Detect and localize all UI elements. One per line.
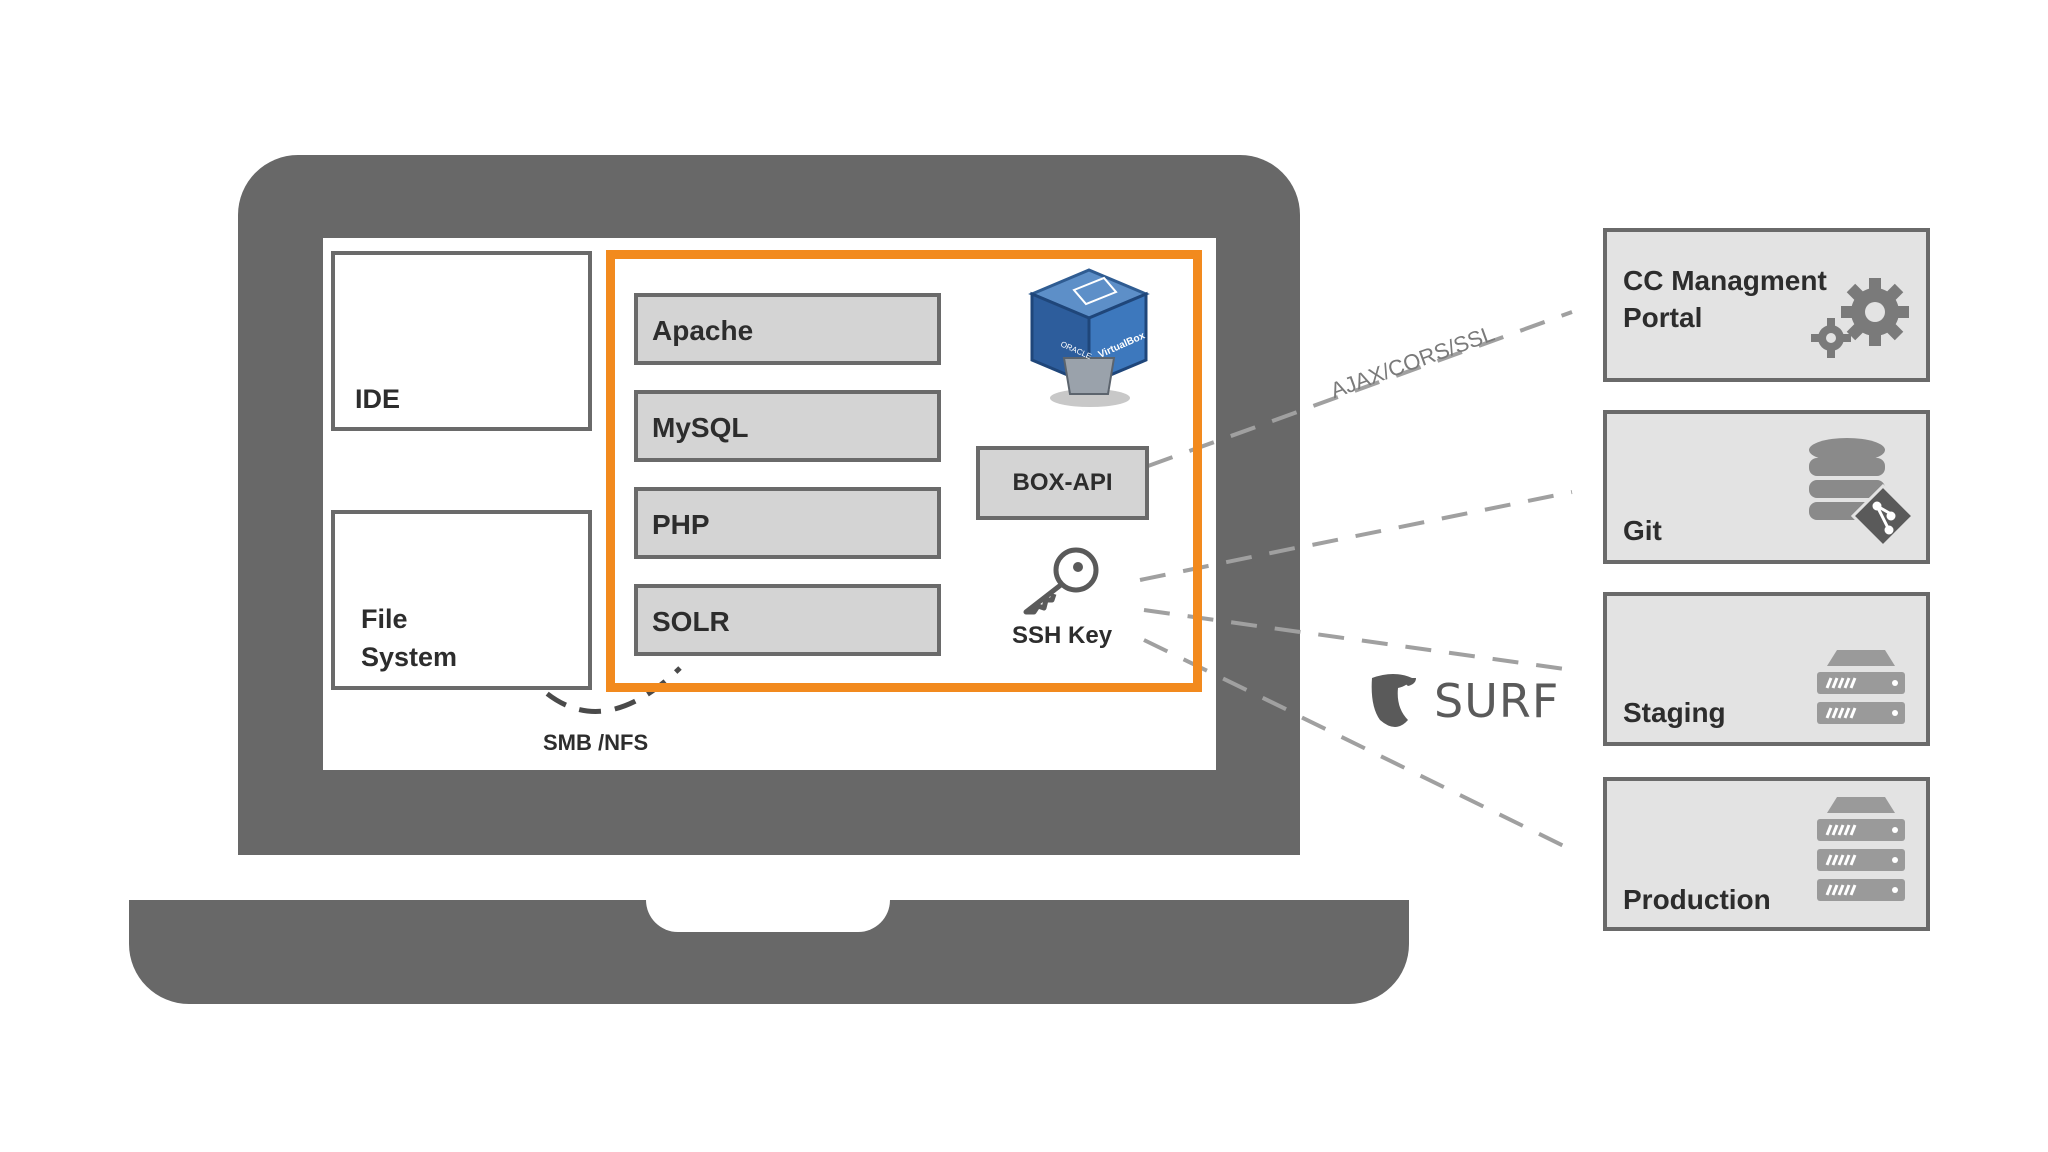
ssh-key-label: SSH Key: [1012, 622, 1113, 649]
line-to-git-front: [1139, 545, 1301, 582]
server-staging-label: Staging: [1623, 697, 1726, 728]
line-to-production: [1143, 638, 1573, 852]
server-rack-icon: [1817, 650, 1905, 724]
service-solr: SOLR: [634, 584, 941, 656]
virtualbox-logo-icon: ORACLE VirtualBox: [1028, 268, 1150, 407]
service-apache: Apache: [634, 293, 941, 365]
line-to-staging: [1143, 608, 1573, 672]
line-to-portal: [1147, 310, 1573, 468]
service-php-label: PHP: [652, 509, 710, 540]
server-portal-label-line1: CC Managment: [1623, 265, 1827, 296]
gears-icon: [1811, 278, 1909, 358]
server-portal-label-line2: Portal: [1623, 302, 1703, 333]
service-mysql: MySQL: [634, 390, 941, 462]
ide-label: IDE: [355, 384, 401, 414]
server-portal: CC Managment Portal: [1603, 228, 1930, 382]
line-to-production-front: [1143, 638, 1301, 718]
server-staging: Staging: [1603, 592, 1930, 746]
service-mysql-label: MySQL: [652, 412, 749, 443]
server-production-label: Production: [1623, 884, 1771, 915]
surf-label: SURF: [1434, 674, 1560, 728]
line-to-git: [1139, 490, 1573, 582]
filesystem-label-line2: System: [361, 642, 458, 672]
filesystem-box: File System: [331, 510, 592, 690]
box-api-label: BOX-API: [1012, 469, 1113, 496]
vm-container: [606, 250, 1202, 692]
server-git-label: Git: [1623, 515, 1662, 546]
service-apache-label: Apache: [652, 315, 754, 346]
database-git-icon: [1809, 438, 1916, 548]
service-solr-label: SOLR: [652, 606, 730, 637]
key-icon: [1023, 547, 1099, 615]
server-git: Git: [1603, 410, 1930, 564]
surf-logo: SURF: [1368, 672, 1559, 730]
ide-box: IDE: [331, 251, 592, 431]
smb-nfs-label: SMB /NFS: [543, 730, 649, 755]
filesystem-label-line1: File: [361, 604, 408, 634]
typo3-logo-icon: [1371, 674, 1416, 727]
line-to-portal-front: [1147, 409, 1301, 468]
laptop-notch: [646, 900, 890, 932]
server-rack-icon: [1817, 797, 1905, 901]
server-production: Production: [1603, 777, 1930, 931]
box-api-box: BOX-API: [976, 446, 1149, 520]
service-php: PHP: [634, 487, 941, 559]
